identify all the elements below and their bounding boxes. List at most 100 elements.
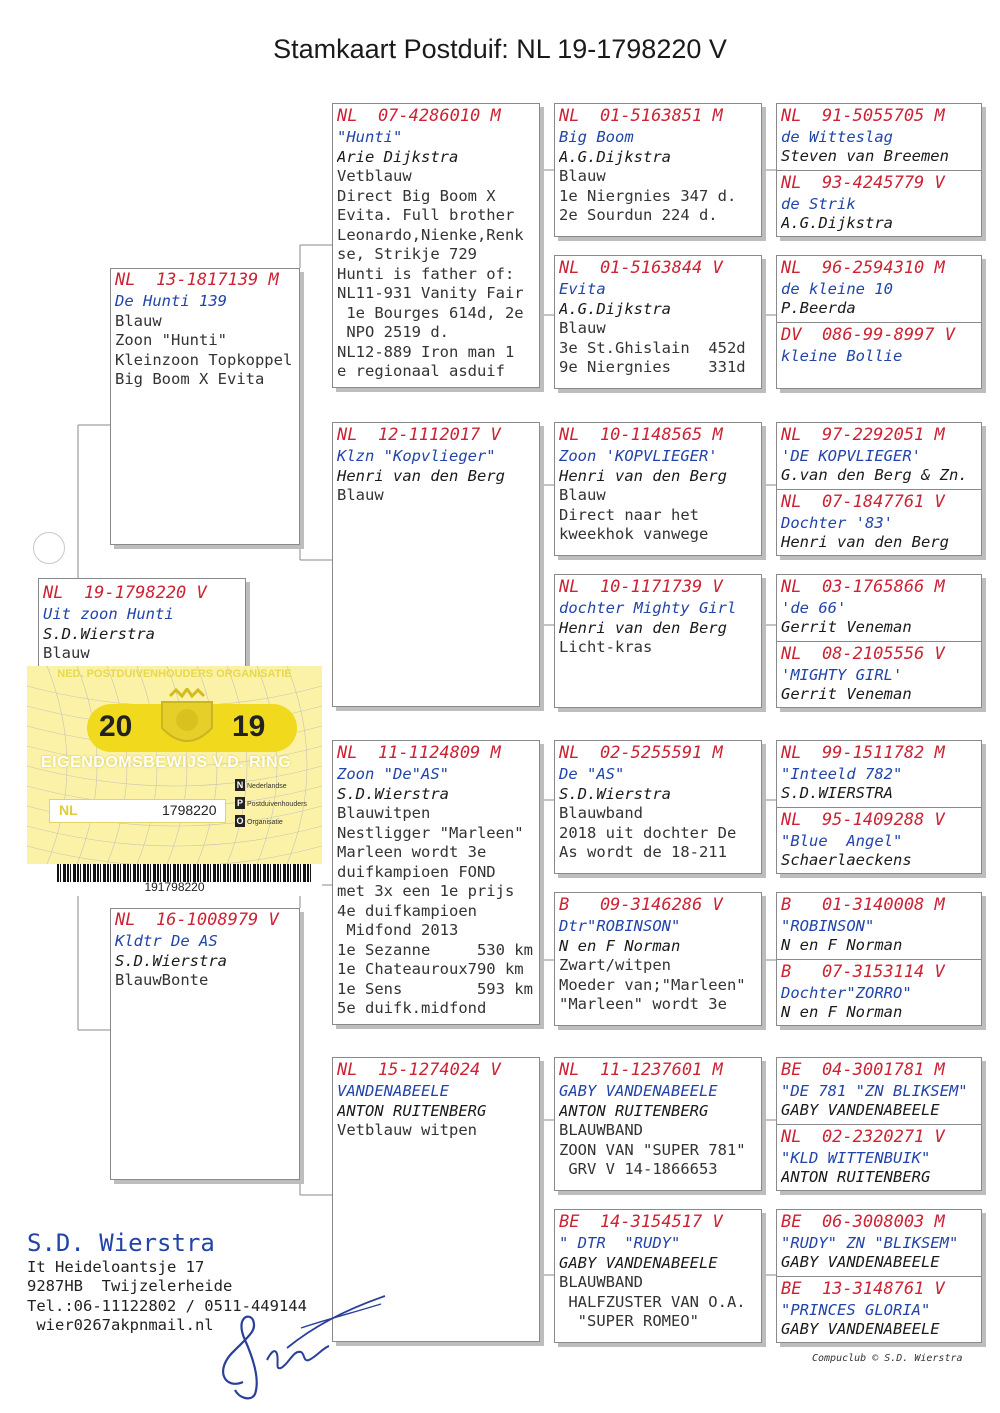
ring-number: NL 11-1237601 M [559,1060,723,1080]
pigeon-name: de Witteslag [781,128,893,146]
pigeon-info-line: 5e duifk.midfond [337,999,487,1017]
owner-phone: Tel.:06-11122802 / 0511-449144 [27,1296,307,1315]
pigeon-name: Dochter"ZORRO" [781,984,912,1002]
ring-number: B 07-3153114 V [781,962,945,982]
ancestor-divider [777,807,981,808]
ring-number: NL 10-1148565 M [559,425,723,445]
pigeon-info-line: Evita. Full brother [337,206,515,224]
pigeon-info-line: Vetblauw witpen [337,1121,477,1139]
pigeon-name: kleine Bollie [781,347,903,365]
pigeon-name: "RUDY" ZN "BLIKSEM" [781,1234,959,1252]
pigeon-info-line: "Marleen" wordt 3e [559,995,727,1013]
pigeon-info-line: e regionaal asduif [337,362,505,380]
ring-number: NL 13-1817139 M [115,270,279,290]
gen4-pair-card: NL 97-2292051 M'DE KOPVLIEGER'G.van den … [776,422,982,556]
pigeon-info-line: 1e Niergnies 347 d. [559,186,737,205]
pigeon-info-line: Blauwband [559,804,643,822]
pigeon-name: Evita [559,280,606,298]
breeder-name: ANTON RUITENBERG [781,1168,931,1186]
pigeon-name: "Inteeld 782" [781,765,903,783]
pigeon-name: de kleine 10 [781,280,893,298]
pigeon-info-line: 2e Sourdun 224 d. [559,206,718,224]
breeder-name: ANTON RUITENBERG [337,1101,487,1120]
ring-number: NL 19-1798220 V [43,583,207,603]
npo-line: Nederlandse [247,783,287,790]
ancestor-entry: NL 95-1409288 V"Blue Angel"Schaerlaecken… [781,809,979,871]
pigeon-name: "KLD WITTENBUIK" [781,1149,931,1167]
pigeon-info-line: 1e Bourges 614d, 2e [337,303,524,322]
ring-number: BE 14-3154517 V [559,1212,723,1232]
ring-number: NL 08-2105556 V [781,644,945,664]
breeder-name: S.D.Wierstra [115,951,227,970]
owner-address: It Heideloantsje 17 [27,1258,205,1276]
pigeon-name: "PRINCES GLORIA" [781,1301,931,1319]
pigeon-name: 'de 66' [781,599,847,617]
pigeon-info-line: Nestligger "Marleen" [337,823,524,842]
breeder-name: P.Beerda [781,299,856,317]
pigeon-info-line: Direct naar het [559,505,699,524]
lion-crest-icon [161,688,213,742]
npo-line: Organisatie [247,819,283,826]
ring-number: NL 01-5163851 M [559,106,723,126]
gen4-pair-card: BE 04-3001781 M"DE 781 "ZN BLIKSEM"GABY … [776,1057,982,1191]
breeder-name: Henri van den Berg [559,466,727,485]
pigeon-info-line: 1e Chateauroux790 km [337,960,524,978]
pigeon-name: " DTR "RUDY" [559,1234,681,1252]
ring-number: B 09-3146286 V [559,895,723,915]
owner-name: S.D. Wierstra [27,1229,215,1257]
pigeon-name: Dtr"ROBINSON" [559,917,681,935]
pigeon-info-line: Blauw [115,311,162,330]
certificate-background: NED. POSTDUIVENHOUDERS ORGANISATIE 20 19… [27,666,322,864]
ring-number: NL 12-1112017 V [337,425,501,445]
pigeon-name: 'MIGHTY GIRL' [781,666,903,684]
pigeon-info-line: kweekhok vanwege [559,525,709,543]
certificate-country: NL [59,802,78,818]
ring-number: NL 07-4286010 M [337,106,501,126]
pigeon-info-line: ZOON VAN "SUPER 781" [559,1140,746,1159]
pigeon-info-line: NL11-931 Vanity Fair [337,284,524,302]
gen4-pair-card: NL 99-1511782 M"Inteeld 782"S.D.WIERSTRA… [776,740,982,874]
pigeon-name: VANDENABEELE [337,1082,449,1100]
ring-number: BE 13-3148761 V [781,1279,945,1299]
pigeon-info-line: As wordt de 18-211 [559,843,727,861]
ring-number: NL 01-5163844 V [559,258,723,278]
ancestor-entry: NL 02-2320271 V"KLD WITTENBUIK"ANTON RUI… [781,1126,979,1188]
pigeon-info-line: Zwart/witpen [559,956,671,974]
pigeon-name: Klzn "Kopvlieger" [337,447,496,465]
pigeon-info-line: Marleen wordt 3e [337,843,487,861]
ancestor-entry: NL 99-1511782 M"Inteeld 782"S.D.WIERSTRA [781,742,979,804]
ring-number: B 01-3140008 M [781,895,945,915]
great-grandparent-card: BE 14-3154517 V" DTR "RUDY"GABY VANDENAB… [554,1209,762,1343]
npo-letter-n: N [235,779,245,791]
pigeon-info-line: 4e duifkampioen [337,901,477,920]
ring-number: NL 93-4245779 V [781,173,945,193]
pigeon-info-line: NPO 2519 d. [337,323,449,341]
pigeon-info-line: 1e Sezanne 530 km [337,940,533,959]
breeder-name: ANTON RUITENBERG [559,1101,709,1120]
pigeon-info-line: BlauwBonte [115,971,209,989]
breeder-name: GABY VANDENABEELE [781,1253,940,1271]
ring-number: NL 07-1847761 V [781,492,945,512]
breeder-name: GABY VANDENABEELE [781,1320,940,1338]
breeder-name: N en F Norman [781,936,903,954]
pigeon-name: "Blue Angel" [781,832,903,850]
breeder-name: A.G.Dijkstra [559,299,671,318]
breeder-name: Gerrit Veneman [781,685,912,703]
